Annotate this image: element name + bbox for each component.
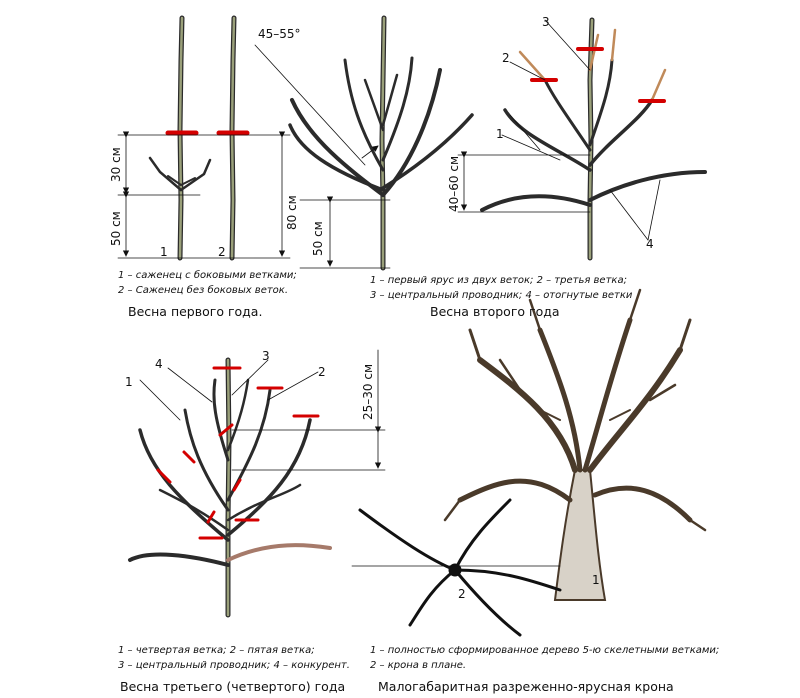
cut-mark: [232, 478, 242, 492]
label-2: 2: [502, 51, 510, 65]
label-2-mature: 2: [458, 587, 466, 601]
seedling-1: [148, 15, 212, 261]
caption-line: 2 – крона в плане.: [370, 660, 467, 671]
label-2-y3: 2: [318, 365, 326, 379]
panel-year2-detail: [457, 17, 707, 261]
label-4-y3: 4: [155, 357, 163, 371]
panel-year3: [128, 349, 386, 618]
caption-year3: 1 – четвертая ветка; 2 – пятая ветка; 3 …: [118, 643, 350, 673]
label-1-mature: 1: [592, 573, 600, 587]
label-3-y3: 3: [262, 349, 270, 363]
cut-mark: [218, 423, 234, 437]
title-year2: Весна второго года: [430, 304, 560, 319]
caption-line: 1 – полностью сформированное дерево 5-ю …: [370, 645, 720, 656]
caption-year1: 1 – саженец с боковыми ветками; 2 – Саже…: [118, 268, 297, 298]
cut-mark: [156, 468, 172, 484]
angle-label: 45–55°: [258, 27, 301, 41]
seedling-2: [229, 15, 237, 261]
mature-tree: [443, 288, 707, 601]
dim-30cm: 30 см: [109, 147, 123, 182]
dim-80cm: 80 см: [285, 195, 299, 230]
tree-year3: [128, 357, 332, 618]
dim-40-60cm: 40–60 см: [447, 156, 461, 212]
caption-line: 1 – четвертая ветка; 2 – пятая ветка;: [118, 645, 315, 656]
title-year1: Весна первого года.: [128, 304, 263, 319]
title-year3: Весна третьего (четвертого) года: [120, 679, 346, 694]
caption-line: 3 – центральный проводник; 4 – конкурент…: [118, 660, 350, 671]
label-1-y3: 1: [125, 375, 133, 389]
crown-plan: [358, 498, 562, 637]
panel-mature: [351, 288, 707, 637]
cut-mark: [206, 510, 216, 524]
label-3: 3: [542, 15, 550, 29]
caption-year2: 1 – первый ярус из двух веток; 2 – треть…: [370, 273, 632, 303]
tree-year2-detail: [480, 17, 707, 261]
dim-50cm-year2: 50 см: [311, 221, 325, 256]
tree-label-1: 1: [160, 245, 168, 259]
caption-line: 3 – центральный проводник; 4 – отогнутые…: [370, 290, 633, 301]
panel-year2: [254, 15, 474, 271]
label-1: 1: [496, 127, 504, 141]
dim-25-30cm: 25–30 см: [361, 364, 375, 420]
tree-year2: [288, 15, 474, 271]
caption-line: 1 – первый ярус из двух веток; 2 – треть…: [370, 275, 627, 286]
caption-line: 1 – саженец с боковыми ветками;: [118, 270, 297, 281]
panel-year1: [117, 15, 291, 261]
caption-mature: 1 – полностью сформированное дерево 5-ю …: [370, 643, 719, 673]
label-4: 4: [646, 237, 654, 251]
dim-50cm: 50 см: [109, 211, 123, 246]
title-mature: Малогабаритная разреженно-ярусная крона: [378, 679, 674, 694]
tree-label-2: 2: [218, 245, 226, 259]
cut-mark: [182, 450, 196, 464]
caption-line: 2 – Саженец без боковых веток.: [118, 285, 289, 296]
